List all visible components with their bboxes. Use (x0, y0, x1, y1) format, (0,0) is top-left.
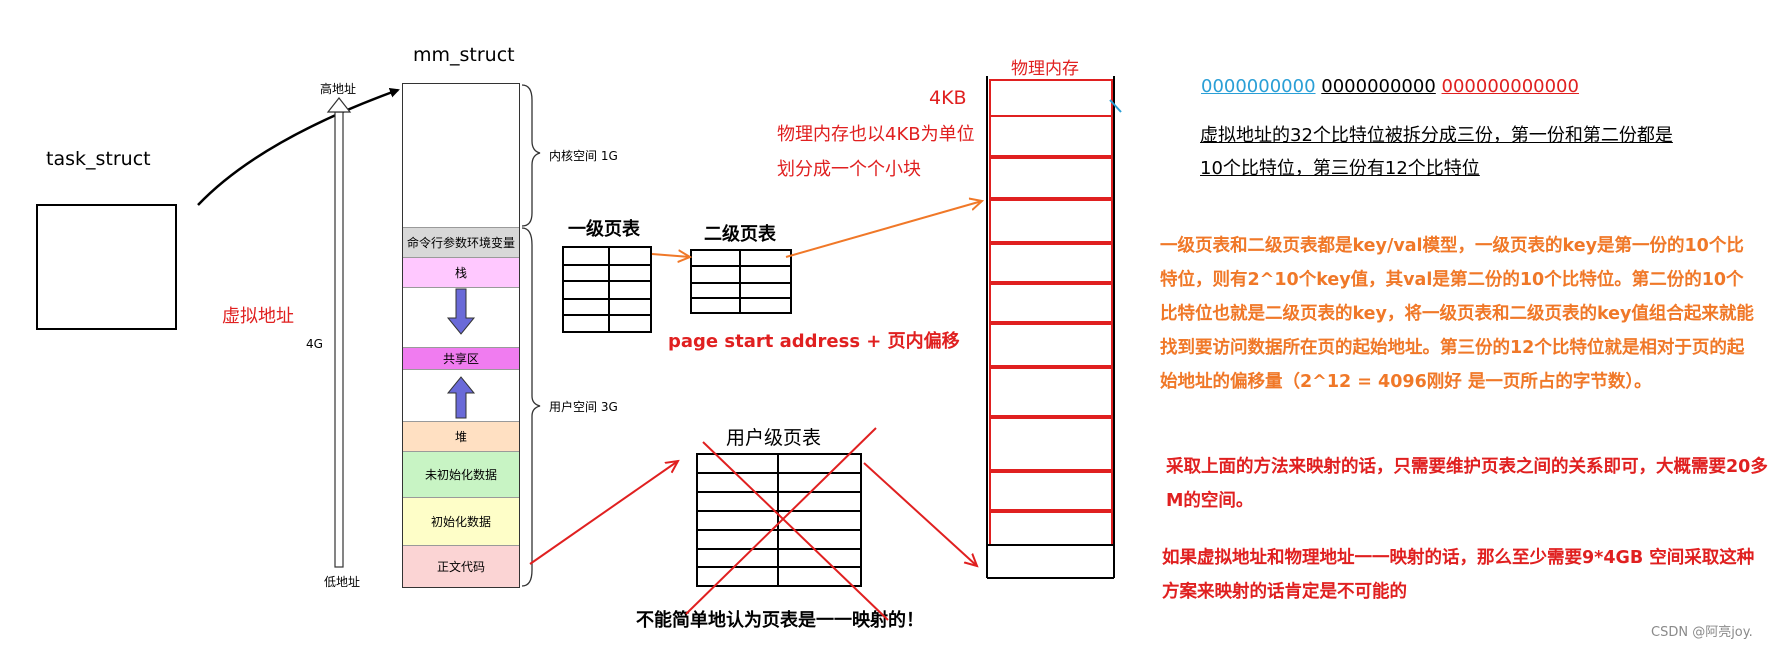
text-to-user-table-arrow (529, 461, 678, 565)
address-axis-arrow (326, 97, 352, 568)
bits-part-3: 000000000000 (1441, 76, 1579, 97)
level2-page-table-title: 二级页表 (704, 224, 776, 245)
page-table-explanation: 一级页表和二级页表都是key/val模型，一级页表的key是第一份的10个比特位… (1160, 236, 1754, 392)
stack-grows-down-arrow (446, 288, 476, 335)
level1-page-table-title: 一级页表 (568, 219, 640, 240)
task-struct-box (36, 204, 177, 330)
physical-memory-note: 物理内存也以4KB为单位划分成一个个小块 (777, 124, 975, 180)
low-address-label: 低地址 (324, 575, 361, 589)
level1-to-level2-arrow (651, 254, 690, 257)
segment-heap: 堆 (403, 422, 519, 452)
page-start-formula: page start address + 页内偏移 (668, 331, 960, 352)
segment-text: 正文代码 (403, 546, 519, 587)
virtual-address-label: 虚拟地址 (222, 306, 294, 327)
gap-stack-shared (403, 288, 519, 348)
level2-page-table-grid (690, 249, 792, 314)
kernel-space-label: 内核空间 1G (549, 149, 618, 163)
user-space-label: 用户空间 3G (549, 400, 618, 414)
space-estimate-note: 采取上面的方法来映射的话，只需要维护页表之间的关系即可，大概需要20多M的空间。 (1166, 457, 1768, 511)
bits-part-2: 0000000000 (1321, 76, 1436, 97)
user-level-page-table-title: 用户级页表 (726, 427, 822, 449)
level2-to-physical-arrow (785, 201, 982, 258)
user-space-brace (521, 227, 541, 587)
physical-memory-title: 物理内存 (1011, 59, 1079, 79)
user-table-to-physical-arrow (863, 462, 977, 566)
segment-data: 初始化数据 (403, 498, 519, 546)
bit-split-row: 0000000000 0000000000 000000000000 (1201, 76, 1579, 97)
bit-split-description-line2: 10个比特位，第三份有12个比特位 (1200, 158, 1480, 179)
size-4g-label: 4G (306, 337, 323, 351)
segment-bss: 未初始化数据 (403, 452, 519, 498)
kernel-space-brace (521, 84, 541, 227)
high-address-label: 高地址 (320, 82, 357, 96)
not-one-to-one-note: 不能简单地认为页表是一一映射的！ (636, 610, 924, 631)
mm-struct-title: mm_struct (413, 44, 515, 66)
bits-part-1: 0000000000 (1201, 76, 1316, 97)
heap-grows-up-arrow (446, 376, 476, 419)
segment-shared: 共享区 (403, 348, 519, 370)
gap-shared-heap (403, 370, 519, 422)
user-level-page-table-grid (696, 453, 862, 587)
mm-struct-layout: 命令行参数环境变量 栈 共享区 堆 未初始化数据 初始化数据 正文代码 (402, 83, 520, 588)
level1-page-table-grid (562, 246, 652, 333)
block-size-label: 4KB (929, 87, 967, 109)
segment-cmdline-env: 命令行参数环境变量 (403, 228, 519, 258)
task-struct-title: task_struct (46, 148, 151, 170)
cross-out-mark (685, 427, 889, 621)
bit-split-description-line1: 虚拟地址的32个比特位被拆分成三份，第一份和第二份都是 (1200, 125, 1673, 146)
one-to-one-cost-note: 如果虚拟地址和物理地址一一映射的话，那么至少需要9*4GB 空间采取这种方案来映… (1162, 548, 1755, 602)
kernel-space-area (403, 84, 519, 228)
segment-stack: 栈 (403, 258, 519, 288)
watermark: CSDN @阿亮joy. (1651, 625, 1753, 640)
physical-memory-column (986, 76, 1122, 579)
task-to-mm-arrow (197, 88, 400, 206)
